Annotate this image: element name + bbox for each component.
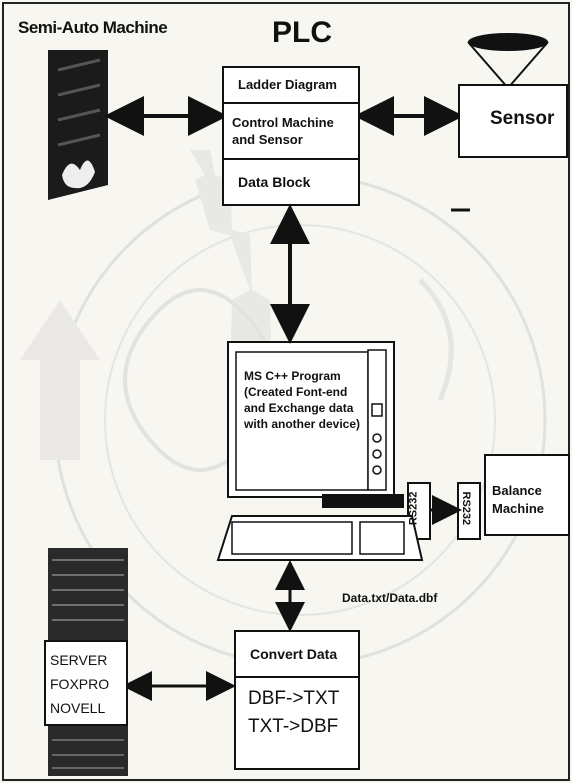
plc-control-box: Control Machine and Sensor bbox=[222, 102, 360, 160]
convert-line1: DBF->TXT bbox=[248, 688, 339, 710]
convert-data-box: Convert Data DBF->TXT TXT->DBF bbox=[234, 630, 360, 770]
convert-divider bbox=[236, 676, 358, 678]
pc-program-line1: MS C++ Program bbox=[244, 370, 341, 384]
convert-line2: TXT->DBF bbox=[248, 716, 338, 738]
plc-data-block-box: Data Block bbox=[222, 158, 360, 206]
control-line2: and Sensor bbox=[232, 133, 303, 148]
server-line1: SERVER bbox=[50, 652, 107, 668]
rs232-label-left: RS232 bbox=[408, 492, 421, 526]
server-line3: NOVELL bbox=[50, 700, 105, 716]
pc-program-line2: (Created Font-end bbox=[244, 386, 347, 400]
plc-ladder-diagram-box: Ladder Diagram bbox=[222, 66, 360, 104]
plc-title: PLC bbox=[272, 16, 332, 50]
balance-line1: Balance bbox=[492, 484, 542, 499]
control-line1: Control Machine bbox=[232, 116, 334, 131]
convert-title: Convert Data bbox=[250, 646, 337, 662]
server-label-box: SERVER FOXPRO NOVELL bbox=[44, 640, 128, 726]
data-file-label: Data.txt/Data.dbf bbox=[342, 592, 437, 606]
balance-machine-box: Balance Machine bbox=[484, 454, 570, 536]
data-block-label: Data Block bbox=[238, 174, 310, 190]
balance-line2: Machine bbox=[492, 502, 544, 517]
rs232-label-right: RS232 bbox=[460, 492, 473, 526]
server-line2: FOXPRO bbox=[50, 676, 109, 692]
pc-program-line3: and Exchange data bbox=[244, 402, 353, 416]
semi-auto-machine-icon bbox=[48, 50, 108, 200]
pc-program-line4: with another device) bbox=[244, 418, 360, 432]
sensor-box: Sensor bbox=[458, 84, 568, 158]
sensor-funnel-icon bbox=[468, 33, 548, 88]
sensor-label: Sensor bbox=[490, 108, 554, 130]
semi-auto-machine-label: Semi-Auto Machine bbox=[18, 18, 167, 38]
ladder-diagram-label: Ladder Diagram bbox=[238, 78, 337, 93]
